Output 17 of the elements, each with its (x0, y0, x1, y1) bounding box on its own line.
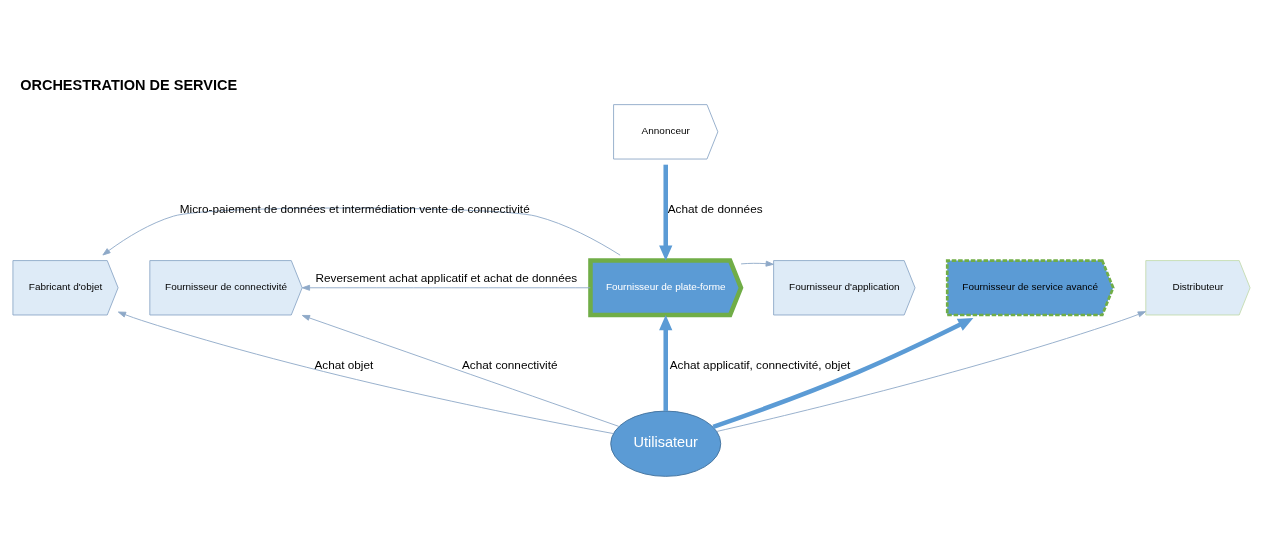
arrow (117, 311, 614, 434)
arrow (712, 318, 974, 429)
node-ellipse: Utilisateur (610, 410, 722, 477)
edge-label: Achat objet (314, 357, 374, 371)
edge-label: Achat applicatif, connectivité, objet (669, 357, 851, 371)
arrow (716, 311, 1146, 432)
edge-label: Achat connectivité (462, 357, 558, 371)
arrow (659, 315, 673, 411)
edge-label: Micro-paiement de données et intermédiation vente de connectivité (179, 201, 530, 215)
edge-label: Reversement achat applicatif et achat de données (315, 270, 578, 284)
arrow (301, 284, 591, 291)
diagram-title: ORCHESTRATION DE SERVICE (20, 76, 238, 93)
arrow (740, 260, 774, 267)
edge-label: Achat de données (667, 201, 763, 215)
arrow (659, 164, 673, 261)
arrow (102, 207, 621, 256)
arrow (301, 315, 620, 427)
